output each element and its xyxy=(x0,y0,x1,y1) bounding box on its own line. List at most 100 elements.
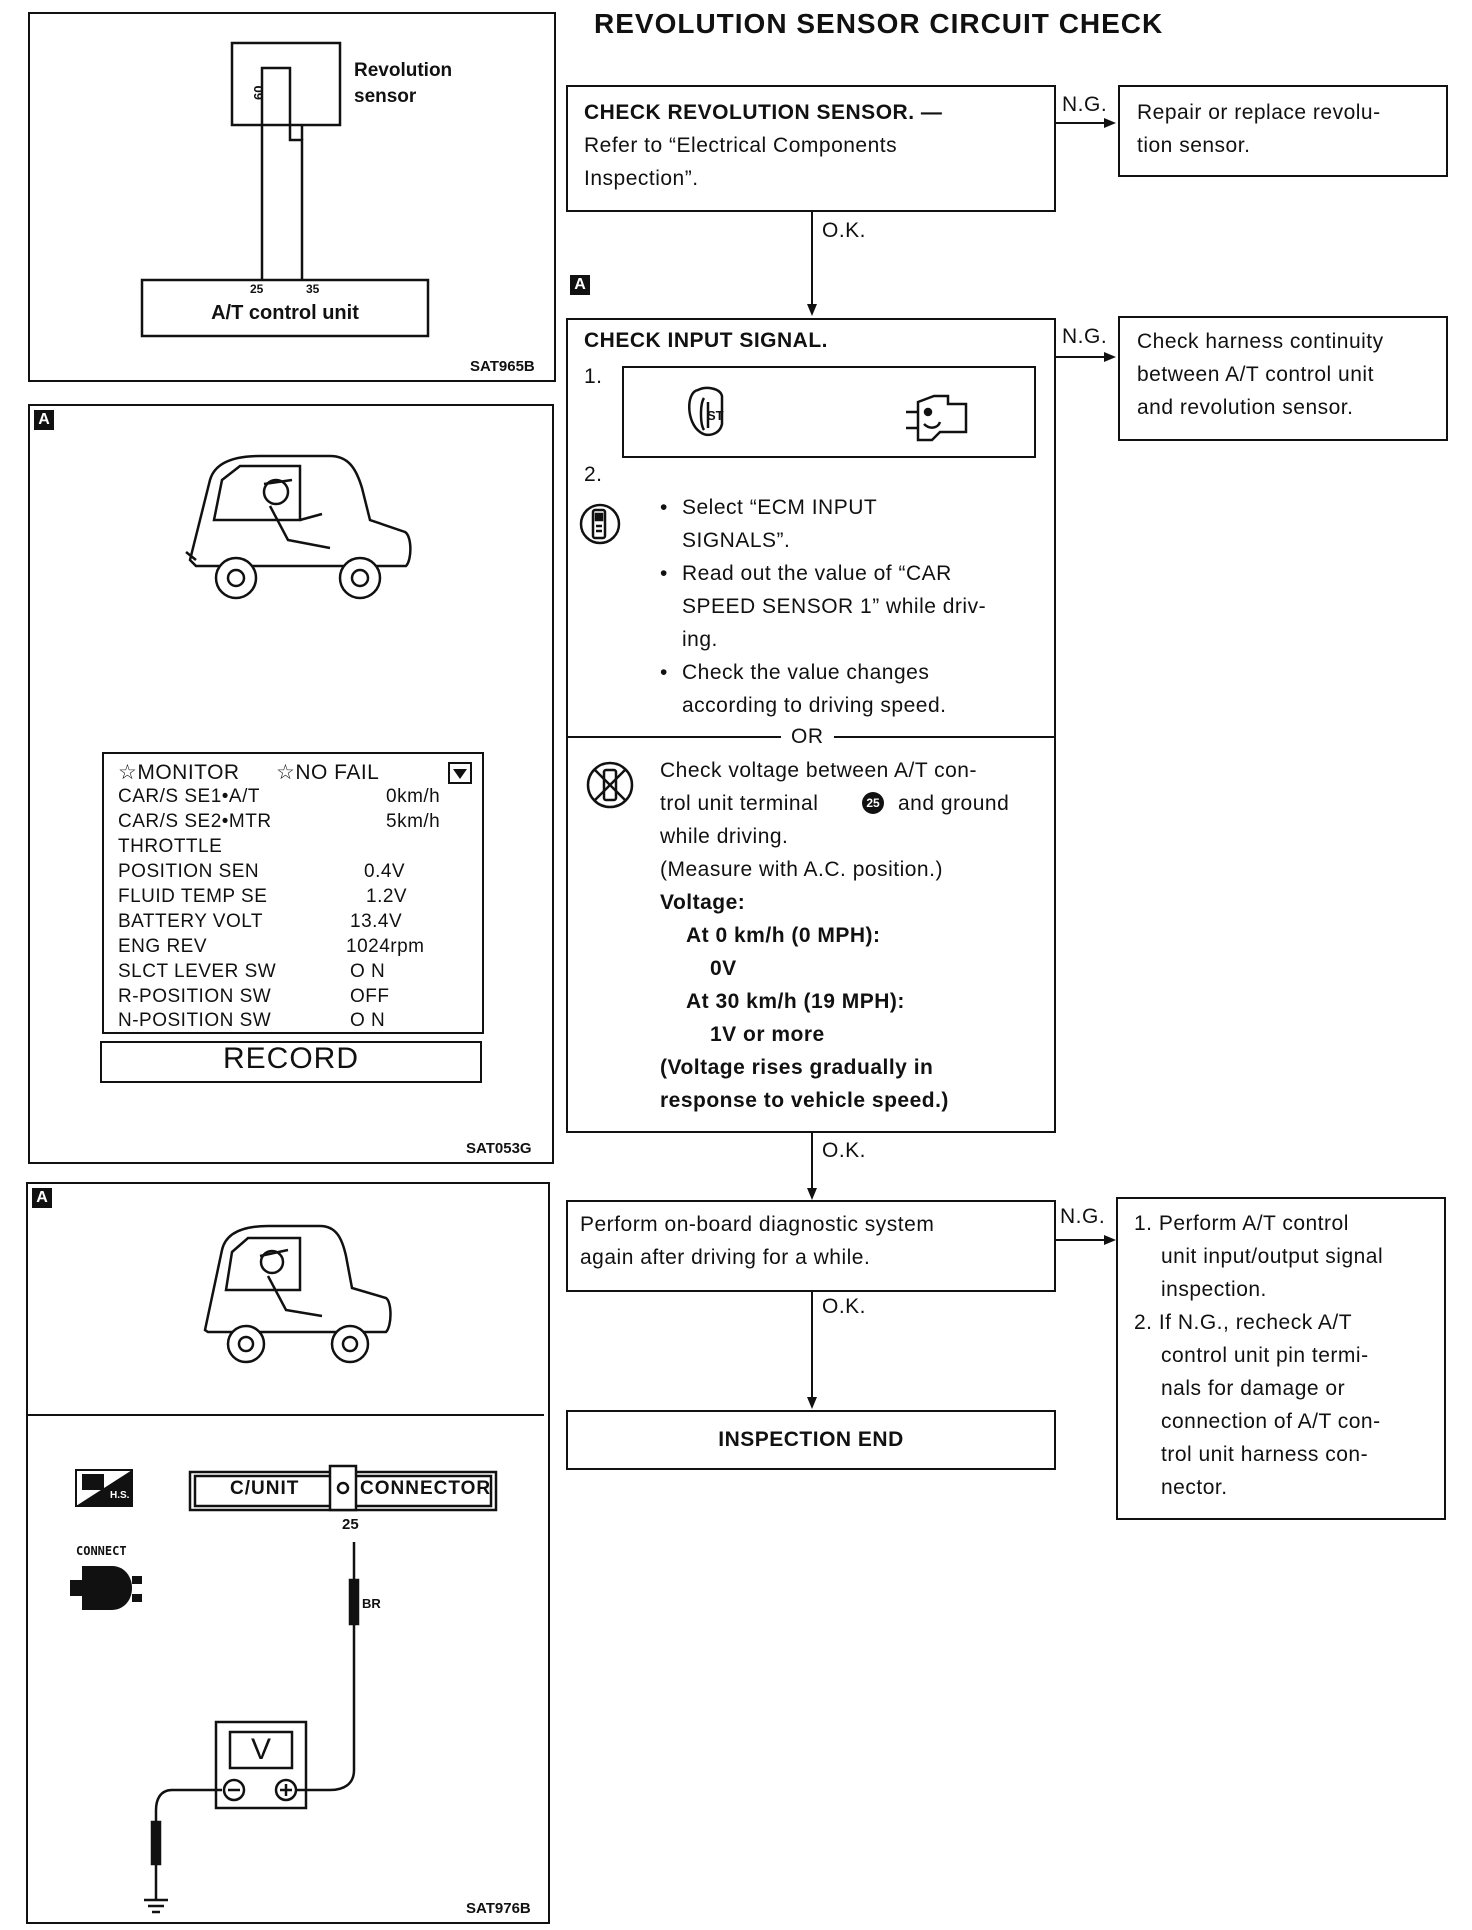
connect-label: CONNECT xyxy=(76,1544,127,1558)
consult-tester-icon xyxy=(579,503,621,545)
bullet-dot: • xyxy=(660,496,668,519)
figure-3-divider xyxy=(26,1414,544,1416)
step3-ng-item-line: inspection. xyxy=(1161,1278,1267,1301)
revolution-sensor-body xyxy=(230,41,342,127)
step3-ng-item-line: 1. Perform A/T control xyxy=(1134,1212,1349,1235)
step2-ng-action-line: Check harness continuity xyxy=(1137,330,1384,353)
monitor-row-value: O N xyxy=(350,961,386,982)
step1-body-line: Inspection”. xyxy=(584,167,699,190)
voltage-at0: At 0 km/h (0 MPH): xyxy=(686,924,881,947)
bullet-line: Check the value changes xyxy=(682,661,930,684)
step1-body-line: Refer to “Electrical Components xyxy=(584,134,898,157)
wire-color-label: BR xyxy=(362,1596,381,1611)
alt-text-line: trol unit terminal xyxy=(660,792,819,815)
pin-label: 35 xyxy=(306,282,320,296)
bullet-dot: • xyxy=(660,661,668,684)
voltage-note-line: response to vehicle speed.) xyxy=(660,1089,949,1112)
voltage-at0-value: 0V xyxy=(710,957,737,980)
voltage-label: Voltage: xyxy=(660,891,746,914)
step2-step-number: 1. xyxy=(584,365,603,388)
hs-label: H.S. xyxy=(110,1490,130,1501)
alt-text-line: and ground xyxy=(898,792,1010,815)
or-label: OR xyxy=(781,720,834,753)
pin-label: 25 xyxy=(250,282,264,296)
monitor-row-value: OFF xyxy=(350,986,390,1007)
bullet-dot: • xyxy=(660,562,668,585)
record-button[interactable] xyxy=(100,1041,482,1083)
at-control-unit-body xyxy=(140,278,430,338)
monitor-row-label: N-POSITION SW xyxy=(118,1010,272,1031)
ok-label-1: O.K. xyxy=(822,219,867,242)
monitor-row-value: 1.2V xyxy=(366,886,408,907)
bullet-line: SIGNALS”. xyxy=(682,529,791,552)
scroll-down-button[interactable] xyxy=(448,762,472,784)
alt-text-line: Check voltage between A/T con- xyxy=(660,759,977,782)
monitor-row-label: THROTTLE xyxy=(118,836,223,857)
monitor-row-label: SLCT LEVER SW xyxy=(118,961,277,982)
step1-heading: CHECK REVOLUTION SENSOR. — xyxy=(584,101,943,124)
step3-ng-item-line: connection of A/T con- xyxy=(1161,1410,1381,1433)
step3-ng-item-line: 2. If N.G., recheck A/T xyxy=(1134,1311,1353,1334)
monitor-row-value: O N xyxy=(350,1010,386,1031)
step1-ng-box xyxy=(1118,85,1448,177)
step2-step-number: 2. xyxy=(584,463,603,486)
start-glyph: ST xyxy=(707,408,724,423)
monitor-row-value: 1024rpm xyxy=(346,936,425,957)
step3-box xyxy=(566,1200,1056,1292)
figure-3-tag: A xyxy=(32,1188,52,1208)
step2-ref-tag: A xyxy=(570,275,590,295)
figure-3-code: SAT976B xyxy=(466,1900,531,1917)
ignition-key-start-icon xyxy=(688,386,724,436)
monitor-row-label: ENG REV xyxy=(118,936,208,957)
at-control-unit-label: A/T control unit xyxy=(211,302,359,324)
monitor-row-value: 5km/h xyxy=(386,811,441,832)
bullet-line: SPEED SENSOR 1” while driv- xyxy=(682,595,987,618)
no-consult-icon xyxy=(586,761,634,809)
connector-right-label: CONNECTOR xyxy=(360,1478,492,1499)
bullet-line: ing. xyxy=(682,628,718,651)
monitor-row-value: 13.4V xyxy=(350,911,403,932)
figure-1-frame xyxy=(28,12,556,382)
probe-wire xyxy=(144,1542,360,1914)
bullet-line: Select “ECM INPUT xyxy=(682,496,878,519)
car-with-driver-icon xyxy=(185,454,412,600)
monitor-row-label: CAR/S SE2•MTR xyxy=(118,811,272,832)
sensor-coil-code: 60 xyxy=(251,86,266,100)
figure-2-code: SAT053G xyxy=(466,1140,532,1157)
step1-ng-action-line: tion sensor. xyxy=(1137,134,1251,157)
step2-ng-box xyxy=(1118,316,1448,441)
voltage-at30-value: 1V or more xyxy=(710,1023,825,1046)
step3-ng-label: N.G. xyxy=(1060,1205,1106,1228)
alt-text-line: while driving. xyxy=(660,825,789,848)
sensor-label-line: Revolution xyxy=(354,60,453,81)
step1-box xyxy=(566,85,1056,212)
monitor-screen xyxy=(102,752,484,1034)
step2-ng-action-line: and revolution sensor. xyxy=(1137,396,1354,419)
step3-ng-item-line: nector. xyxy=(1161,1476,1228,1499)
voltage-at30: At 30 km/h (19 MPH): xyxy=(686,990,905,1013)
record-button-label: RECORD xyxy=(222,1042,359,1075)
step3-ng-item-line: unit input/output signal xyxy=(1161,1245,1384,1268)
inspection-end-box xyxy=(566,1410,1056,1470)
monitor-row-label: FLUID TEMP SE xyxy=(118,886,268,907)
monitor-row-value: 0km/h xyxy=(386,786,441,807)
step2-heading: CHECK INPUT SIGNAL. xyxy=(584,329,829,352)
voltage-note-line: (Voltage rises gradually in xyxy=(660,1056,934,1079)
connect-plug-icon xyxy=(70,1566,142,1610)
figure-1-code: SAT965B xyxy=(470,358,535,375)
harness-connector-hs-icon xyxy=(75,1469,133,1507)
step2-ng-label: N.G. xyxy=(1062,325,1108,348)
ok-label-3: O.K. xyxy=(822,1295,867,1318)
monitor-header-right: ☆NO FAIL xyxy=(276,761,380,784)
triangle-down-icon xyxy=(453,769,467,779)
ok-label-2: O.K. xyxy=(822,1139,867,1162)
connector-left-label: C/UNIT xyxy=(230,1478,300,1499)
voltmeter-label: V xyxy=(250,1733,271,1766)
